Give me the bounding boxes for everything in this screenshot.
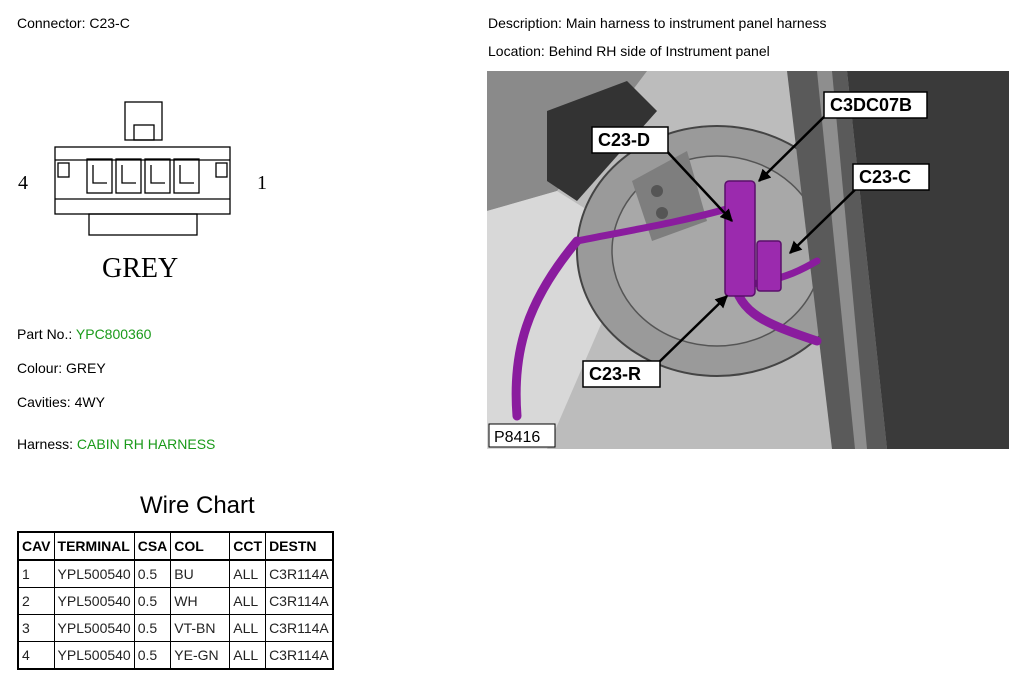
column-header: COL — [170, 531, 231, 561]
column-header: DESTN — [265, 531, 334, 561]
wire-chart-title: Wire Chart — [140, 492, 255, 519]
harness-value[interactable]: CABIN RH HARNESS — [76, 436, 216, 452]
part-number-label: Part No.: — [17, 326, 73, 342]
description-value: Main harness to instrument panel harness — [565, 15, 827, 31]
table-cell: YPL500540 — [53, 614, 135, 642]
column-header: CSA — [133, 531, 172, 561]
table-cell: YE-GN — [170, 641, 231, 670]
table-cell: ALL — [229, 614, 267, 642]
harness-line: Harness: CABIN RH HARNESS — [17, 436, 215, 452]
colour-line: Colour: GREY — [17, 360, 106, 376]
location-label: Location: — [488, 43, 545, 59]
arrow-c23-d — [661, 145, 733, 222]
table-cell: ALL — [229, 559, 267, 588]
table-cell: YPL500540 — [53, 559, 135, 588]
wire-chart-table: CAV TERMINAL CSA COL CCT DESTN 1 YPL5005… — [17, 531, 334, 670]
table-row: 4 YPL500540 0.5 YE-GN ALL C3R114A — [17, 641, 334, 670]
table-cell: 4 — [17, 641, 55, 670]
arrow-c23-r — [654, 295, 728, 367]
table-cell: YPL500540 — [53, 587, 135, 615]
table-cell: C3R114A — [265, 559, 334, 588]
location-photo: C3DC07B C23-D C23-C C23-R P8416 — [487, 71, 1009, 449]
connector-latch — [124, 101, 163, 141]
photo-reference: P8416 — [494, 429, 540, 446]
location-line: Location: Behind RH side of Instrument p… — [488, 43, 770, 59]
table-cell: C3R114A — [265, 587, 334, 615]
colour-value: GREY — [66, 360, 106, 376]
table-cell: 0.5 — [133, 641, 172, 670]
table-cell: 0.5 — [133, 587, 172, 615]
table-cell: VT-BN — [170, 614, 231, 642]
table-row: 1 YPL500540 0.5 BU ALL C3R114A — [17, 559, 334, 588]
pin-4-label: 4 — [18, 172, 28, 194]
connector-body — [54, 146, 231, 215]
arrow-c3dc07b — [758, 108, 833, 182]
connector-diagram: 4 1 GREY — [18, 101, 267, 284]
location-value: Behind RH side of Instrument panel — [548, 43, 770, 59]
pin-1-label: 1 — [257, 172, 267, 194]
table-cell: 3 — [17, 614, 55, 642]
column-header: TERMINAL — [53, 531, 135, 561]
callout-c23-d: C23-D — [598, 130, 650, 150]
callout-c23-r: C23-R — [589, 364, 641, 384]
callout-c3dc07b: C3DC07B — [830, 95, 912, 115]
part-number-value[interactable]: YPC800360 — [75, 326, 152, 342]
table-cell: 0.5 — [133, 559, 172, 588]
connector-colour-text: GREY — [102, 253, 178, 284]
cavities-value: 4WY — [74, 394, 105, 410]
table-cell: ALL — [229, 641, 267, 670]
cavities-label: Cavities: — [17, 394, 71, 410]
table-cell: WH — [170, 587, 231, 615]
arrow-c23-c — [789, 182, 863, 254]
table-cell: C3R114A — [265, 614, 334, 642]
connector-value: C23-C — [89, 15, 130, 31]
connector-bottom-tab — [88, 213, 198, 236]
table-cell: ALL — [229, 587, 267, 615]
wire-chart-header-row: CAV TERMINAL CSA COL CCT DESTN — [17, 531, 334, 561]
table-cell: C3R114A — [265, 641, 334, 670]
table-row: 3 YPL500540 0.5 VT-BN ALL C3R114A — [17, 614, 334, 642]
column-header: CCT — [229, 531, 267, 561]
table-cell: YPL500540 — [53, 641, 135, 670]
cavities-line: Cavities: 4WY — [17, 394, 105, 410]
table-row: 2 YPL500540 0.5 WH ALL C3R114A — [17, 587, 334, 615]
harness-label: Harness: — [17, 436, 74, 452]
description-line: Description: Main harness to instrument … — [488, 15, 827, 31]
connector-block — [724, 180, 756, 297]
connector-line: Connector: C23-C — [17, 15, 130, 31]
connector-label: Connector: — [17, 15, 86, 31]
part-number-line: Part No.: YPC800360 — [17, 326, 151, 342]
column-header: CAV — [17, 531, 55, 561]
colour-label: Colour: — [17, 360, 63, 376]
table-cell: 1 — [17, 559, 55, 588]
table-cell: BU — [170, 559, 231, 588]
description-label: Description: — [488, 15, 562, 31]
table-cell: 2 — [17, 587, 55, 615]
callout-c23-c: C23-C — [859, 167, 911, 187]
table-cell: 0.5 — [133, 614, 172, 642]
terminal-cavities — [86, 158, 200, 194]
